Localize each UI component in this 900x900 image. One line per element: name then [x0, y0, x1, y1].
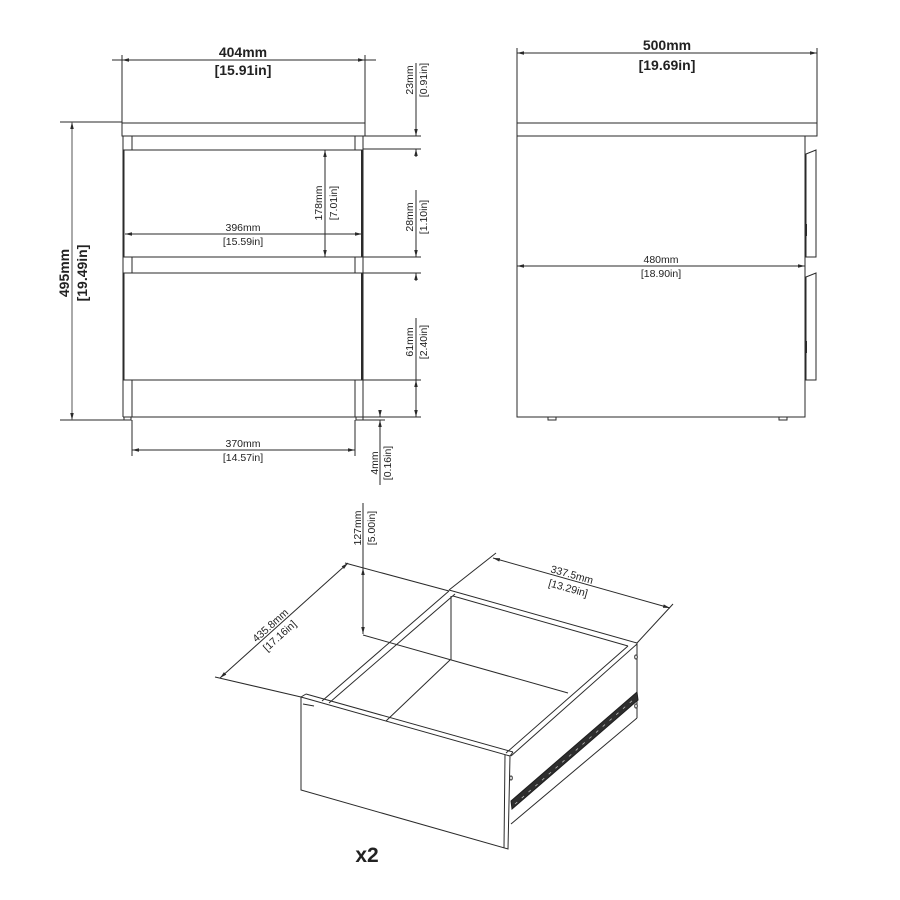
screw-front-icon	[509, 775, 513, 781]
drawer-top-extension	[344, 562, 450, 592]
screw-back-top-icon	[634, 654, 638, 660]
front-view-dimension-labels: 404mm [15.91in] 495mm [19.49in] 23mm [0.…	[56, 44, 430, 480]
overall-width-in-label: [15.91in]	[215, 62, 272, 78]
drawer-bottom-left-edge	[385, 659, 451, 722]
drawer-front-extension	[214, 676, 302, 698]
drawer-bottom-back-edge	[362, 634, 569, 694]
drawer-gap-mm-label: 28mm	[404, 202, 416, 231]
foot-height-in-label: [0.16in]	[382, 446, 394, 481]
side-upper-drawer-front	[805, 149, 817, 258]
drawer-right-side-top-inner	[505, 645, 629, 754]
top-gap-mm-label: 23mm	[404, 65, 416, 94]
drawer-runner-rail	[510, 691, 639, 810]
body-depth-mm-label: 480mm	[643, 254, 678, 266]
drawer-dimension-labels: 127mm [5.00in] 435.8mm [17.16in] 337.5mm…	[250, 510, 594, 867]
drawer-front-right-thickness	[503, 754, 506, 849]
right-foot	[355, 416, 364, 421]
overall-height-in-label: [19.49in]	[74, 245, 90, 302]
plinth-height-in-label: [2.40in]	[418, 325, 430, 360]
drawer-front-top-back-edge	[305, 693, 514, 753]
side-lower-drawer-front	[805, 272, 817, 381]
side-view-dimension-labels: 500mm [19.69in] 480mm [18.90in]	[639, 37, 696, 280]
drawer-left-side-top-outer	[321, 590, 450, 702]
drawer-width-mm-label: 396mm	[225, 222, 260, 234]
drawer-gap-in-label: [1.10in]	[418, 200, 430, 235]
side-front-foot	[547, 416, 557, 421]
drawer-width-dimension-line	[492, 557, 671, 609]
drawer-front-face	[300, 696, 511, 850]
drawer-height-mm-label: 127mm	[352, 510, 364, 545]
overall-depth-in-label: [19.69in]	[639, 57, 696, 73]
body-depth-in-label: [18.90in]	[641, 268, 681, 280]
foot-height-mm-label: 4mm	[369, 451, 381, 475]
drawer-dimension-lines	[214, 503, 674, 698]
drawer-isometric	[300, 589, 639, 850]
lower-drawer-front	[123, 272, 364, 381]
front-view-dimension-lines	[60, 55, 421, 485]
drawer-left-side-top-inner	[328, 593, 456, 704]
top-panel	[121, 122, 366, 137]
side-back-foot	[778, 416, 788, 421]
side-view-dimension-lines	[516, 48, 818, 268]
overall-width-mm-label: 404mm	[219, 44, 267, 60]
drawer-back-top-outer	[448, 589, 638, 644]
drawer-quantity-label: x2	[355, 844, 378, 867]
drawer-width-extension-right	[636, 603, 674, 644]
side-top-panel	[516, 122, 818, 137]
top-gap-in-label: [0.91in]	[418, 63, 430, 98]
drawer-right-side-top-outer	[510, 643, 638, 757]
front-view	[121, 122, 366, 421]
drawer-width-label-group: 337.5mm [13.29in]	[547, 563, 595, 599]
drawer-back-top-inner	[452, 595, 629, 647]
drawer-height-in-label: [7.01in]	[328, 186, 340, 221]
drawer-depth-label-group: 435.8mm [17.16in]	[250, 607, 299, 655]
screw-back-bottom-icon	[634, 703, 638, 709]
inner-width-in-label: [14.57in]	[223, 452, 263, 464]
drawer-height-in-label: [5.00in]	[366, 511, 378, 546]
drawer-width-in-label: [15.59in]	[223, 236, 263, 248]
drawer-front-edge-mark	[302, 703, 315, 707]
drawer-front-top-right-cap	[509, 751, 514, 757]
drawer-depth-dimension-line	[219, 562, 349, 679]
side-view	[516, 122, 818, 421]
drawer-front-top-left-cap	[300, 693, 307, 698]
drawer-height-mm-label: 178mm	[313, 185, 325, 220]
inner-width-mm-label: 370mm	[225, 438, 260, 450]
overall-depth-mm-label: 500mm	[643, 37, 691, 53]
drawer-width-extension-left	[448, 552, 497, 591]
overall-height-mm-label: 495mm	[56, 249, 72, 297]
side-body	[516, 135, 806, 418]
drawer-right-side-bottom-edge	[510, 717, 638, 825]
plinth-height-mm-label: 61mm	[404, 327, 416, 356]
